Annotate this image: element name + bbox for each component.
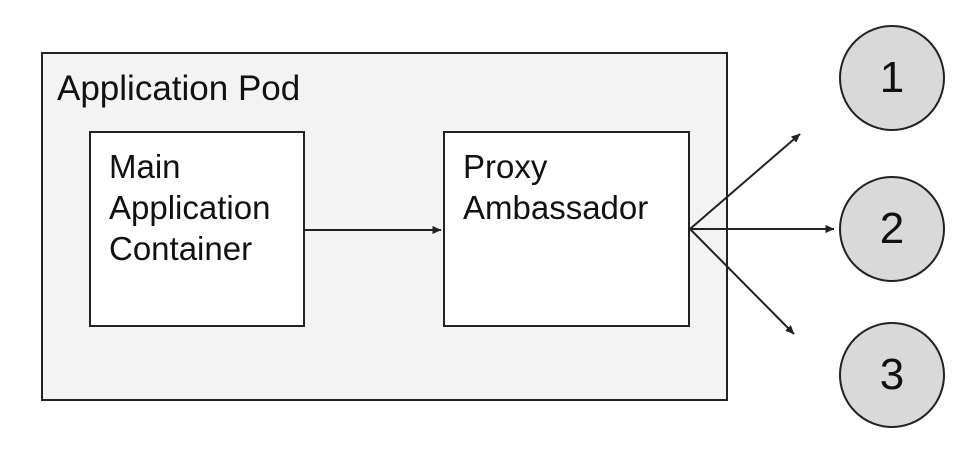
main-application-container-box: Main Application Container xyxy=(89,131,305,327)
main-application-container-label: Main Application Container xyxy=(109,148,271,267)
endpoint-node-2: 2 xyxy=(839,176,945,282)
endpoint-node-1: 1 xyxy=(839,25,945,131)
endpoint-3-label: 3 xyxy=(879,350,905,399)
endpoint-2-label: 2 xyxy=(879,204,905,253)
proxy-ambassador-label: Proxy Ambassador xyxy=(463,148,649,226)
application-pod-label: Application Pod xyxy=(57,69,301,108)
endpoint-node-3: 3 xyxy=(839,322,945,428)
endpoint-1-label: 1 xyxy=(879,53,905,102)
proxy-ambassador-box: Proxy Ambassador xyxy=(443,131,690,327)
